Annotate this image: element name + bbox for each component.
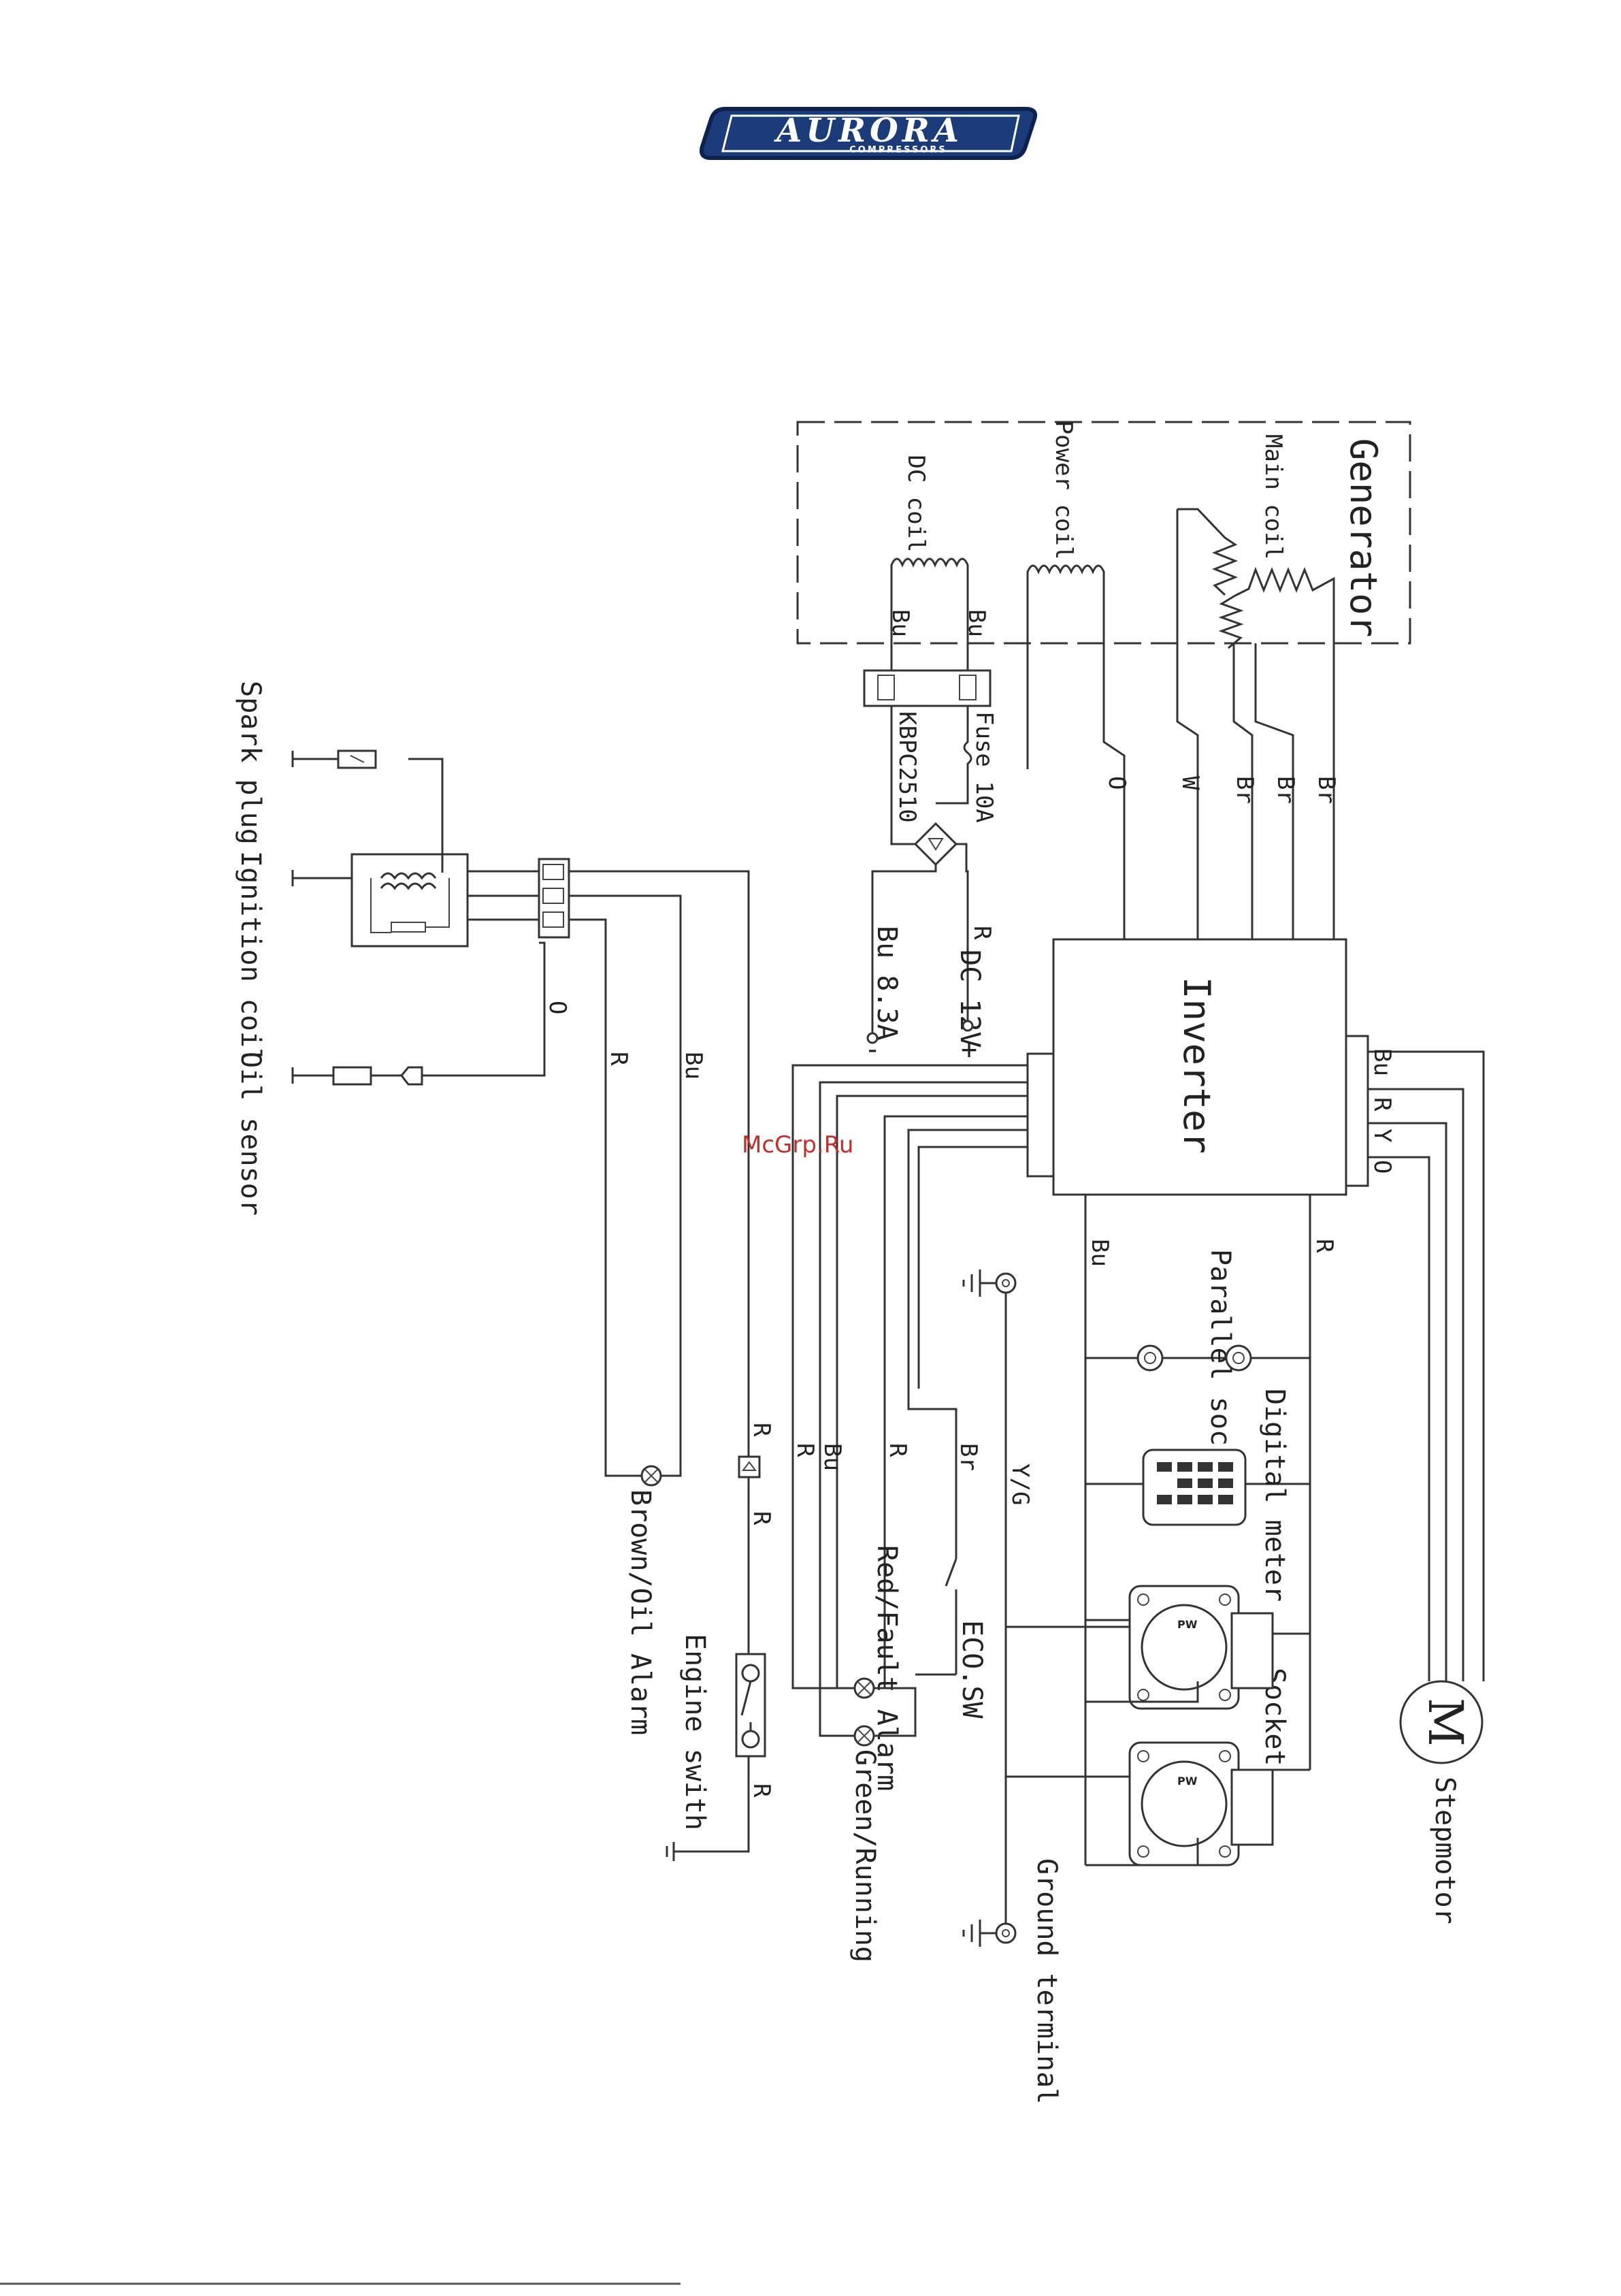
rectifier-block: Fuse 10A KBPC2510 R DC 12V Bu 8.3A + -: [863, 669, 998, 1065]
socket-1-mark: PW: [1177, 1618, 1198, 1631]
wire-label-r-dc: R: [968, 926, 996, 940]
red-fault-label: Red/Fault Alarm: [871, 1545, 902, 1791]
main-coil-winding-2: [1234, 566, 1335, 599]
diode-box: [738, 1455, 761, 1478]
generator-title: Generator: [1342, 438, 1385, 638]
step-wire-r: R: [1369, 1097, 1396, 1112]
dc-output-label: DC 12V: [954, 950, 985, 1048]
eco-switch-label: ECO.SW: [956, 1620, 987, 1719]
wire-label-o: O: [1103, 776, 1130, 790]
wire-label-br-1: Br: [1313, 776, 1340, 804]
stepmotor-label: Stepmotor: [1429, 1777, 1460, 1924]
main-coil-winding-1: [1177, 508, 1239, 596]
generator-wire-labels: Br Br Br W O: [1103, 776, 1340, 804]
dc-wire-bu-2: Bu: [963, 609, 990, 637]
watermark: McGrp.Ru: [742, 1131, 853, 1159]
spark-plug-label: Spark plug: [235, 681, 266, 845]
socket-2: PW: [1128, 1741, 1274, 1866]
ign-wire-r-3: R: [748, 1511, 775, 1525]
ign-wire-r-4: R: [748, 1783, 775, 1798]
dc-rating-label: Bu 8.3A: [871, 926, 902, 1041]
ctrl-wire-r2: R: [884, 1443, 911, 1457]
earth-wire-label: Y/G: [1006, 1464, 1034, 1505]
oil-sensor-body: [332, 1066, 372, 1086]
ign-wire-r: R: [605, 1052, 632, 1066]
digital-meter-label: Digital meter: [1259, 1389, 1290, 1602]
sockets: Socket PW PW: [1006, 1585, 1310, 1866]
oil-sensor-diode: [400, 1066, 423, 1086]
inverter-left-connector: [1026, 1052, 1055, 1178]
brown-oil-alarm-label: Brown/Oil Alarm: [625, 1489, 656, 1735]
main-coil-winding-3: [1218, 594, 1244, 649]
step-wire-y: Y: [1369, 1129, 1396, 1142]
socket-1: PW: [1128, 1585, 1274, 1710]
ign-wire-bu: Bu: [680, 1052, 707, 1080]
main-coil-label: Main coil: [1260, 434, 1287, 560]
output-rails: Bu R: [1084, 1195, 1338, 1865]
engine-switch-label: Engine swith: [679, 1634, 710, 1830]
ignition-coil-label: Ignition coil: [235, 851, 266, 1064]
step-wire-bu: Bu: [1369, 1048, 1396, 1076]
ground-terminal-label: Ground terminal: [1031, 1858, 1062, 2104]
ctrl-wire-r: R: [791, 1443, 819, 1457]
dc-wire-bu-1: Bu: [887, 609, 914, 637]
inverter-right-connector: [1345, 1035, 1369, 1187]
generator-block: Generator DC coil Bu Bu Power coil Main …: [796, 421, 1411, 939]
dc-coil-label: DC coil: [902, 455, 930, 552]
digital-meter: Digital meter: [1142, 1389, 1290, 1602]
step-wire-o: O: [1369, 1160, 1396, 1174]
rail-label-bu: Bu: [1086, 1239, 1113, 1267]
control-wiring: R Bu R Br: [791, 1064, 1028, 1737]
stepmotor-wiring: Bu R Y O M Stepmotor: [1368, 1048, 1485, 1924]
socket-2-mark: PW: [1177, 1775, 1198, 1788]
indicator-lamps: Red/Fault Alarm Green/Running Brown/Oil …: [625, 1465, 917, 1962]
oil-sensor-label: Oil sensor: [235, 1052, 266, 1216]
dc-plus-terminal: [962, 1020, 974, 1032]
logo-brand: AURORA: [774, 112, 963, 150]
wire-label-w: W: [1177, 776, 1204, 790]
ign-wire-r-2: R: [748, 1423, 775, 1437]
wire-label-br-3: Br: [1231, 776, 1258, 804]
power-coil-symbol: [1026, 564, 1126, 939]
ground-wiring: Y/G Ground terminal: [962, 1270, 1062, 2104]
ignition-block: Spark plug Ignition coil O Bu R Oil sens…: [235, 681, 775, 1654]
stepmotor-symbol: [1399, 1680, 1484, 1764]
wire-label-br-2: Br: [1272, 776, 1299, 804]
fuse-label: Fuse 10A: [970, 711, 998, 823]
power-coil-label: Power coil: [1050, 421, 1077, 560]
ign-wire-o: O: [544, 1001, 571, 1014]
green-running-label: Green/Running: [849, 1749, 881, 1962]
inverter-block: Inverter: [1026, 938, 1369, 1196]
dc-minus-terminal: [866, 1032, 879, 1044]
ctrl-wire-bu: Bu: [819, 1443, 846, 1471]
bridge-rectifier-symbol: [913, 822, 958, 867]
eco-switch: ECO.SW: [915, 1558, 987, 1719]
ctrl-wire-br: Br: [955, 1443, 982, 1471]
dc-plus-label: +: [961, 1034, 977, 1065]
stepmotor-m: M: [1418, 1698, 1473, 1747]
dc-coil-symbol: [890, 557, 969, 579]
dc-minus-label: -: [864, 1034, 881, 1065]
rail-label-r: R: [1311, 1239, 1338, 1253]
engine-switch: R Engine swith: [666, 1634, 775, 1861]
aurora-logo: AURORA COMPRESSORS: [699, 107, 1038, 160]
bridge-label: KBPC2510: [894, 711, 921, 823]
inverter-box: [1052, 938, 1347, 1196]
inverter-title: Inverter: [1175, 977, 1218, 1154]
logo-tagline: COMPRESSORS: [849, 145, 947, 155]
